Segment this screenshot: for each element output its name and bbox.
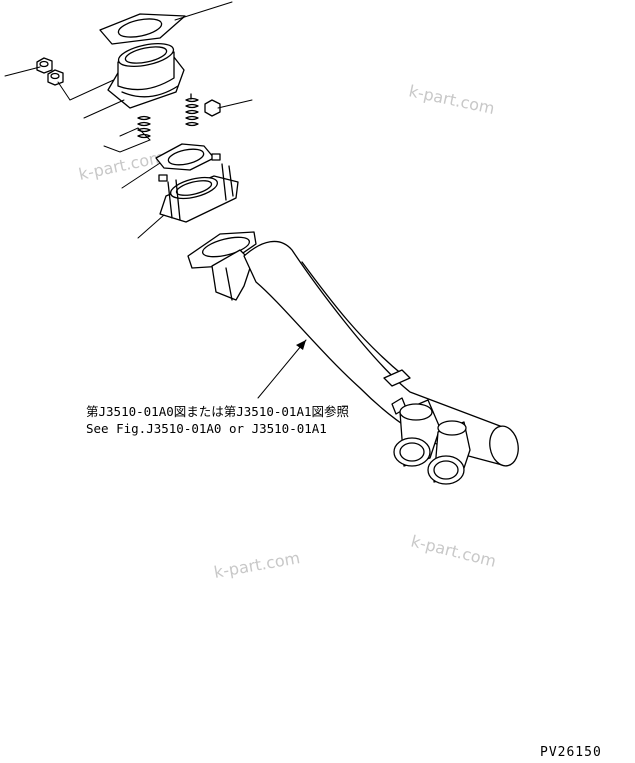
flange-clamp	[137, 153, 239, 239]
reference-note-jp: 第J3510-01A0図または第J3510-01A1図参照	[86, 404, 349, 419]
watermark-4: k-part.com	[409, 531, 498, 571]
exhaust-pipe	[187, 231, 519, 467]
watermark-2: k-part.com	[77, 147, 166, 184]
watermark-1: k-part.com	[407, 81, 496, 118]
outlet-tubes	[393, 399, 471, 485]
springs	[103, 93, 253, 153]
reference-leader	[257, 339, 307, 399]
reference-note-en: See Fig.J3510-01A0 or J3510-01A1	[86, 421, 327, 436]
watermark-3: k-part.com	[212, 548, 301, 582]
drawing-code: PV26150	[540, 745, 602, 760]
upper-connector	[83, 42, 185, 119]
hex-nuts	[4, 57, 119, 101]
top-gasket	[99, 1, 233, 45]
